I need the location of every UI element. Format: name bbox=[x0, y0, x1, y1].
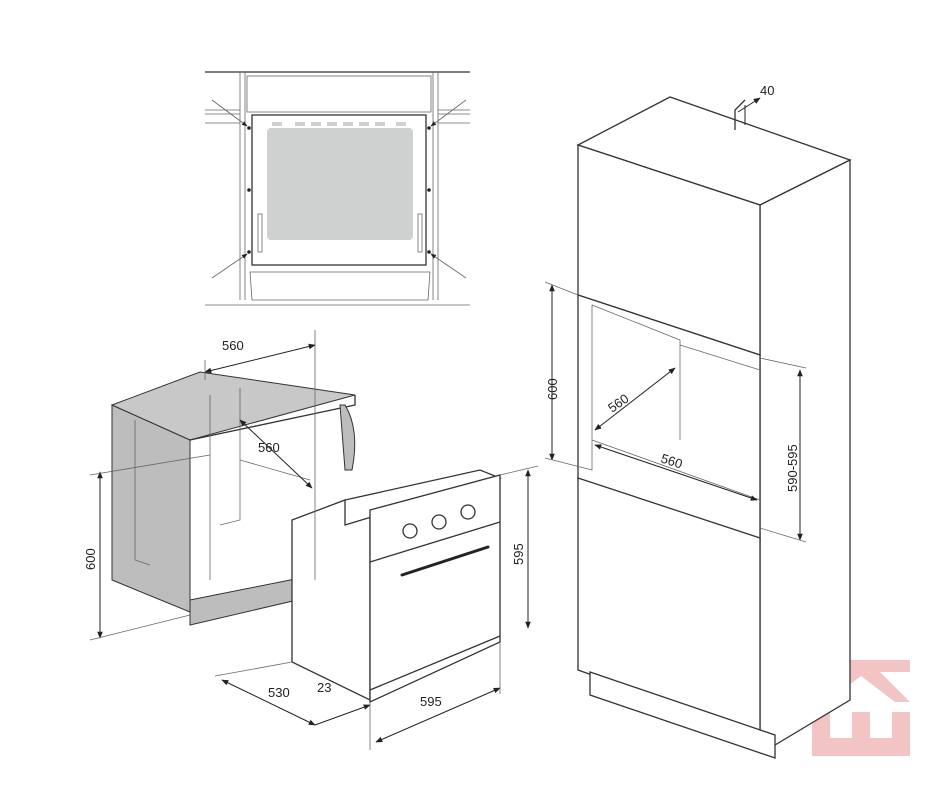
undercounter-niche bbox=[110, 371, 356, 626]
dim-tall-niche-width: 560 bbox=[659, 451, 684, 472]
dim-oven-height: 595 bbox=[511, 543, 526, 565]
door-handle bbox=[400, 545, 490, 577]
front-view-drawing bbox=[205, 71, 470, 306]
dim-tall-niche-height: 600 bbox=[545, 378, 560, 400]
knob-icon bbox=[431, 514, 447, 530]
dim-niche-depth: 560 bbox=[258, 440, 280, 455]
dim-oven-width: 595 bbox=[420, 694, 442, 709]
dim-niche-width: 560 bbox=[222, 338, 244, 353]
oven-front bbox=[251, 114, 427, 266]
tall-cabinet bbox=[576, 96, 852, 759]
dim-door-thickness: 23 bbox=[317, 680, 331, 695]
dim-niche-height: 600 bbox=[83, 548, 98, 570]
oven-unit bbox=[291, 469, 502, 704]
knob-icon bbox=[402, 523, 418, 539]
oven-window bbox=[267, 128, 413, 240]
tall-cabinet-dimensions: 40 600 560 560 590-595 bbox=[544, 83, 807, 543]
dim-oven-depth: 530 bbox=[268, 685, 290, 700]
dim-rear-gap: 40 bbox=[760, 83, 774, 98]
knob-icon bbox=[460, 504, 476, 520]
undercounter-dimensions: 560 560 600 595 530 23 595 bbox=[83, 330, 539, 750]
dim-tall-opening-height: 590-595 bbox=[785, 444, 800, 492]
